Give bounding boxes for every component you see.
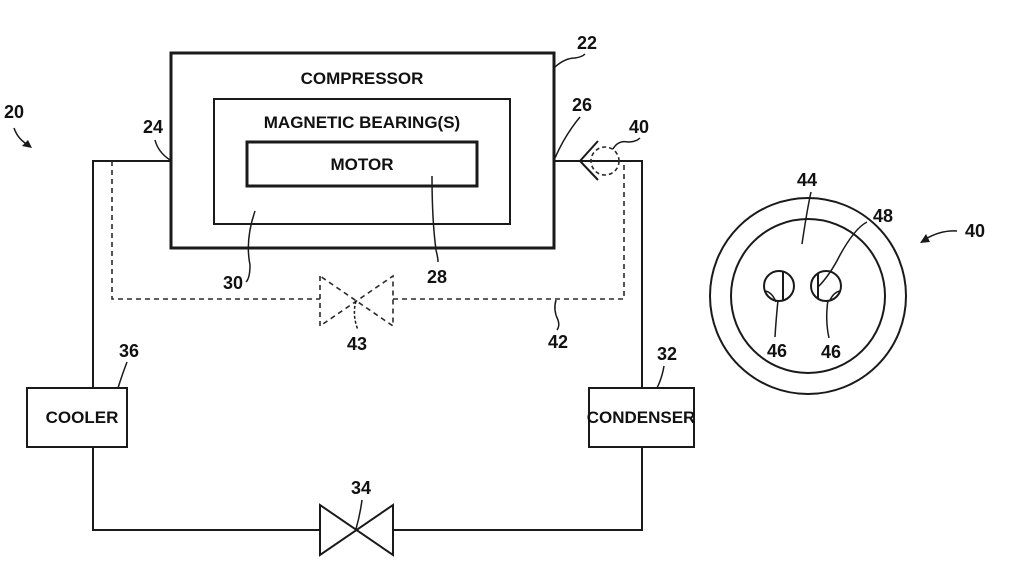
ref-label-cooler: 36 <box>119 341 139 361</box>
ref-label-condenser: 32 <box>657 344 677 364</box>
ref-label-system: 20 <box>4 102 24 122</box>
bypass-line-left <box>111 161 320 300</box>
ref-label-detail-port-right: 46 <box>821 342 841 362</box>
leader-bypass-valve <box>353 300 359 331</box>
detail-port-left-flap <box>764 290 777 303</box>
leader-detail-port-left <box>774 299 779 338</box>
compressor-box <box>169 51 556 250</box>
cooler-box <box>26 387 128 448</box>
cooler-label: COOLER <box>46 408 119 427</box>
ref-label-compressor: 22 <box>577 33 597 53</box>
detail-view-arrow <box>923 230 958 241</box>
motor-box <box>245 140 479 188</box>
leader-inlet <box>154 139 171 161</box>
leader-condenser <box>656 365 665 389</box>
suction-line <box>92 160 171 387</box>
ref-label-detail-flap: 48 <box>873 206 893 226</box>
ref-label-bypass-line: 42 <box>548 332 568 352</box>
condenser-box <box>588 387 695 448</box>
ref-label-bearings: 30 <box>223 273 243 293</box>
ref-label-bypass-valve: 43 <box>347 334 367 354</box>
discharge-line <box>554 160 643 387</box>
compressor-label: COMPRESSOR <box>301 69 424 88</box>
motor-label: MOTOR <box>331 155 394 174</box>
leader-compressor <box>554 53 586 68</box>
leader-detail-port-right <box>825 299 830 339</box>
leader-check-valve <box>612 137 641 150</box>
ref-label-detail-ring: 44 <box>797 170 817 190</box>
expansion-valve-symbol <box>319 503 394 557</box>
detail-port-right-flap <box>829 290 841 301</box>
detail-view-arrowhead <box>920 234 930 243</box>
bypass-line-right <box>393 164 625 300</box>
bypass-valve-symbol <box>319 274 394 328</box>
system-arrowhead <box>22 140 32 148</box>
detail-inner-ring <box>730 218 886 374</box>
magnetic-bearings-box <box>213 98 511 225</box>
leader-detail-ring <box>801 191 812 245</box>
check-valve-symbol <box>578 140 599 181</box>
ref-label-check-valve: 40 <box>629 117 649 137</box>
condenser-label: CONDENSER <box>587 408 696 427</box>
leader-expansion-valve <box>355 499 363 530</box>
ref-label-detail-port-left: 46 <box>767 341 787 361</box>
detail-port-left <box>763 270 795 302</box>
leader-detail-flap <box>817 221 868 288</box>
leader-cooler <box>117 361 128 389</box>
check-valve-detail-circle <box>590 146 620 176</box>
detail-outer-ring <box>709 197 907 395</box>
leader-motor <box>431 175 439 263</box>
leader-bearings <box>245 210 256 283</box>
ref-label-inlet: 24 <box>143 117 163 137</box>
ref-label-detail-view: 40 <box>965 221 985 241</box>
leader-outlet <box>554 116 581 159</box>
leader-bypass-line <box>554 299 560 331</box>
ref-label-expansion-valve: 34 <box>351 478 371 498</box>
ref-label-motor: 28 <box>427 267 447 287</box>
liquid-line-left <box>92 447 320 531</box>
liquid-line-right <box>393 447 643 531</box>
magnetic-bearings-label: MAGNETIC BEARING(S) <box>264 113 460 132</box>
ref-label-outlet: 26 <box>572 95 592 115</box>
detail-port-right <box>810 270 842 302</box>
